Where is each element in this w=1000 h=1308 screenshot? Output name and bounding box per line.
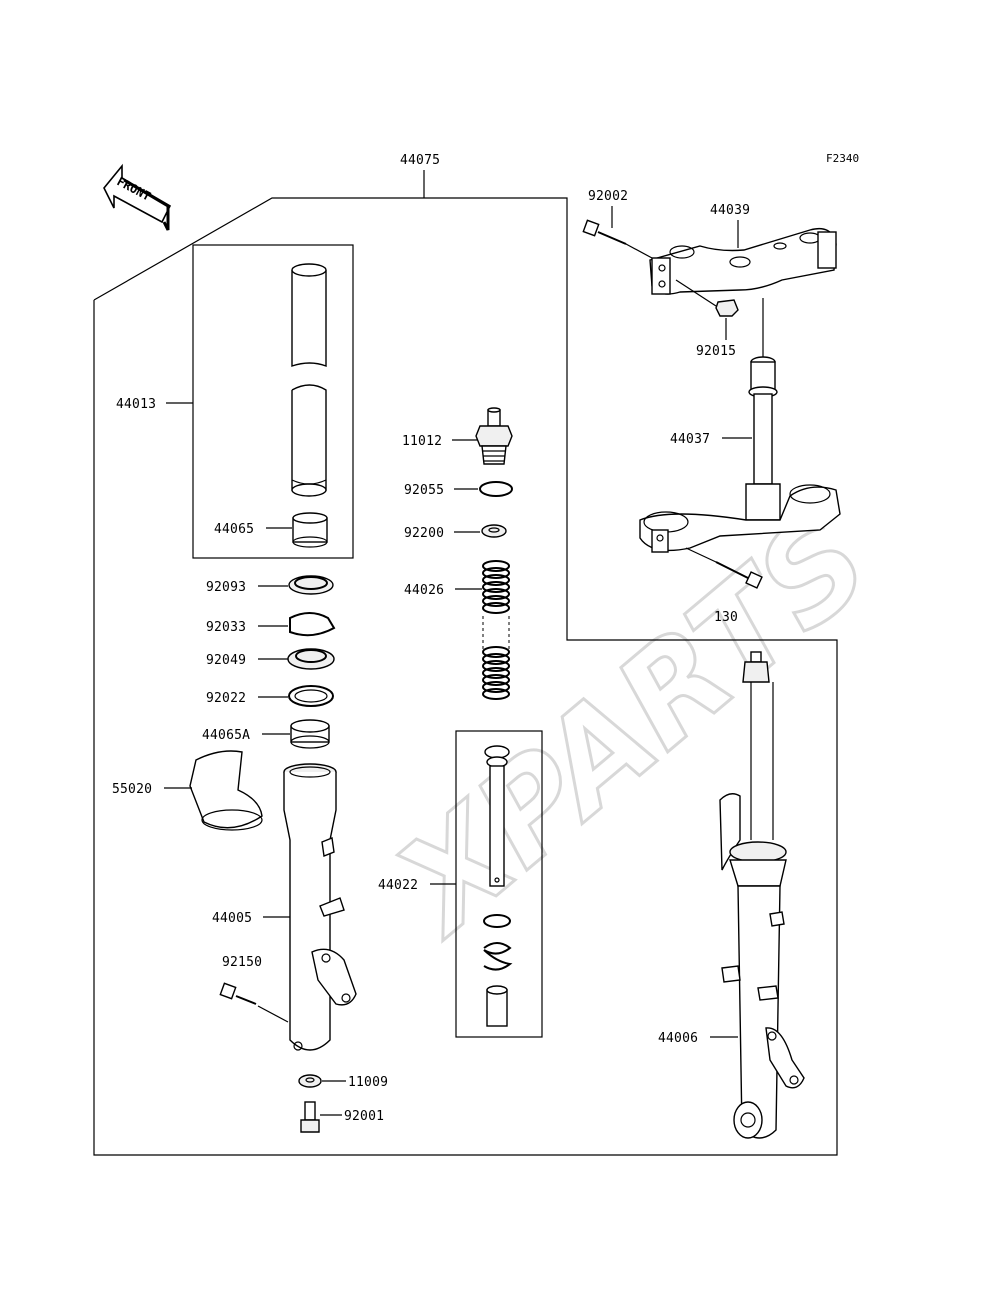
- bolt-92002: [582, 219, 653, 259]
- label-92049: 92049: [206, 653, 246, 668]
- label-92093: 92093: [206, 580, 246, 595]
- label-92150: 92150: [222, 955, 262, 970]
- label-11009: 11009: [348, 1075, 388, 1090]
- damper-rod-44022: [483, 745, 513, 1027]
- label-55020: 55020: [112, 782, 152, 797]
- label-44065A: 44065A: [202, 728, 250, 743]
- fork-spring-44026: [482, 560, 510, 700]
- front-arrow-icon: FRONT: [103, 163, 172, 231]
- bolt-92150: [219, 982, 289, 1023]
- label-44022: 44022: [378, 878, 418, 893]
- label-44065: 44065: [214, 522, 254, 537]
- spring-coil: [482, 674, 510, 686]
- watermark: XPARTS: [365, 483, 898, 964]
- dust-seal-92093: [288, 575, 334, 595]
- spring-coil: [482, 560, 510, 572]
- spring-coil: [482, 653, 510, 665]
- spring-coil: [482, 567, 510, 579]
- fork-guard-55020: [189, 750, 263, 831]
- circlip-92033: [289, 612, 336, 637]
- cap-bolt-11012: [475, 407, 513, 465]
- spring-coil: [482, 646, 510, 658]
- spring-coil: [482, 681, 510, 693]
- label-92002: 92002: [588, 189, 628, 204]
- spring-coil: [482, 595, 510, 607]
- washer-92200: [481, 524, 507, 538]
- label-44006: 44006: [658, 1031, 698, 1046]
- spring-coil: [482, 602, 510, 614]
- label-11012: 11012: [402, 434, 442, 449]
- label-44026: 44026: [404, 583, 444, 598]
- washer-92022: [288, 685, 334, 707]
- diagram-code: F2340: [826, 152, 859, 165]
- o-ring-92055: [479, 481, 513, 497]
- bushing-44065: [292, 512, 328, 548]
- outer-tube-44005: [283, 763, 357, 1051]
- label-44039: 44039: [710, 203, 750, 218]
- label-92015: 92015: [696, 344, 736, 359]
- label-44013: 44013: [116, 397, 156, 412]
- spring-coil: [482, 588, 510, 600]
- oil-seal-92049: [287, 648, 335, 670]
- fork-assembly-44006: [719, 651, 805, 1139]
- label-92022: 92022: [206, 691, 246, 706]
- bolt-92001: [300, 1101, 320, 1133]
- label-92001: 92001: [344, 1109, 384, 1124]
- label-92200: 92200: [404, 526, 444, 541]
- spring-coil: [482, 688, 510, 700]
- nut-92015: [675, 279, 739, 317]
- inner-tube-part: [291, 263, 327, 497]
- washer-11009: [298, 1074, 322, 1088]
- spring-coil: [482, 581, 510, 593]
- label-130: 130: [714, 610, 738, 625]
- steering-stem-44037: [639, 356, 841, 553]
- spring-coil: [482, 667, 510, 679]
- spring-coil: [482, 660, 510, 672]
- label-92033: 92033: [206, 620, 246, 635]
- bushing-44065A: [290, 719, 330, 749]
- bolt-130: [685, 547, 763, 589]
- label-92055: 92055: [404, 483, 444, 498]
- sub-assembly-44013-box: [192, 244, 354, 559]
- label-44005: 44005: [212, 911, 252, 926]
- spring-coil: [482, 574, 510, 586]
- label-44037: 44037: [670, 432, 710, 447]
- upper-bracket-44039: [649, 227, 837, 295]
- assembly-outline: [93, 197, 838, 1156]
- label-44075: 44075: [400, 153, 440, 168]
